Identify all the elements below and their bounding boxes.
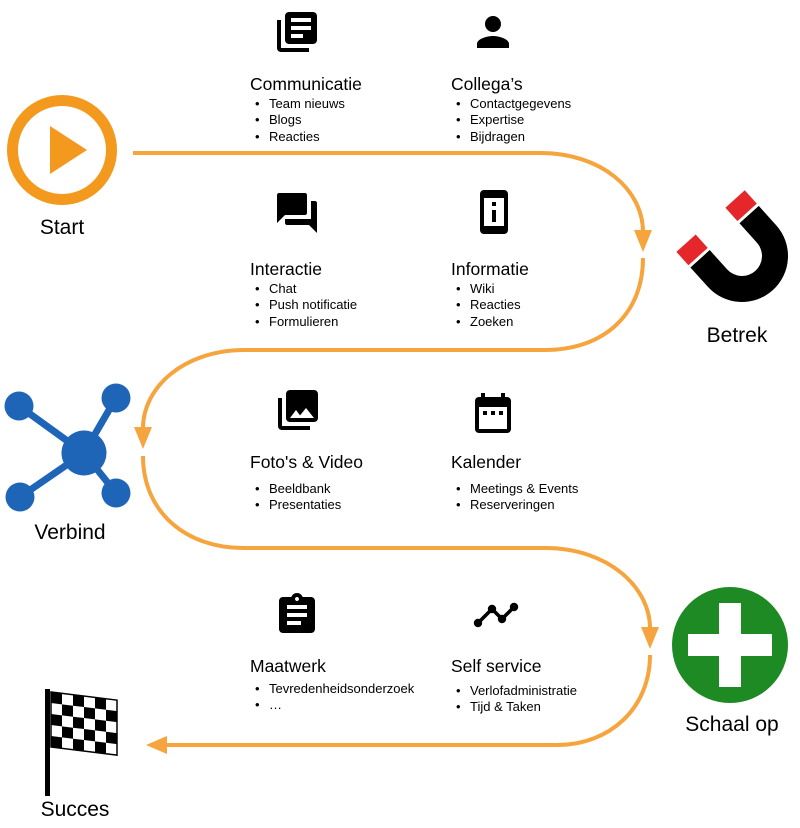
feature-list-item: Verlofadministratie [451, 683, 651, 700]
feature-title: Maatwerk [250, 656, 326, 676]
stage-label-start: Start [39, 216, 85, 239]
feature-list-item: Push notificatie [250, 297, 450, 314]
feature-list-item: Reacties [250, 129, 450, 146]
feature-list-item: Beeldbank [250, 481, 450, 498]
feature-title: Self service [451, 656, 542, 676]
feature-list-item: Expertise [451, 112, 651, 129]
plus-icon [672, 587, 788, 703]
feature-list-item: Wiki [451, 281, 651, 298]
feature-list: Wiki Reacties Zoeken [451, 281, 651, 331]
play-icon [7, 95, 117, 205]
arrowhead-down-icon [634, 230, 652, 252]
feature-list: Chat Push notificatie Formulieren [250, 281, 450, 331]
flow-segment-verbind-to-schaal-op [141, 455, 652, 629]
feature-list-item: … [250, 697, 450, 714]
feature-title: Informatie [451, 259, 529, 279]
feature-list-item: Chat [250, 281, 450, 298]
magnet-icon [676, 190, 788, 302]
flow-segment-start-to-betrek [133, 151, 645, 233]
checkered-flag-icon [45, 689, 118, 796]
feature-title: Collega’s [451, 74, 523, 94]
chat-icon [273, 189, 321, 237]
person-icon [469, 8, 517, 56]
feature-title: Communicatie [250, 74, 362, 94]
feature-list-item: Meetings & Events [451, 481, 651, 498]
arrowhead-down-icon [134, 427, 152, 449]
feature-list-item: Tijd & Taken [451, 699, 651, 716]
clipboard-icon [273, 591, 321, 639]
feature-list-item: Blogs [250, 112, 450, 129]
flow-arrowheads [134, 230, 659, 754]
feature-informatie: Informatie Wiki Reacties Zoeken [451, 259, 651, 331]
feature-self-service: Self service Verlofadministratie Tijd & … [451, 656, 651, 716]
stage-label-verbind: Verbind [34, 521, 106, 544]
feature-list-item: Bijdragen [451, 129, 651, 146]
feature-list-item: Team nieuws [250, 96, 450, 113]
feature-list: Contactgegevens Expertise Bijdragen [451, 96, 651, 146]
feature-list-item: Zoeken [451, 314, 651, 331]
stage-label-succes: Succes [40, 798, 110, 821]
stage-label-betrek: Betrek [706, 324, 768, 347]
feature-interactie: Interactie Chat Push notificatie Formuli… [250, 259, 450, 331]
network-icon [4, 383, 131, 512]
feature-collegas: Collega’s Contactgegevens Expertise Bijd… [451, 74, 651, 146]
feature-list: Verlofadministratie Tijd & Taken [451, 683, 651, 716]
feature-list-item: Contactgegevens [451, 96, 651, 113]
feature-list: Beeldbank Presentaties [250, 481, 450, 514]
feature-list-item: Presentaties [250, 497, 450, 514]
feature-list-item: Reacties [451, 297, 651, 314]
feature-list: Meetings & Events Reserveringen [451, 481, 651, 514]
feature-title: Interactie [250, 259, 322, 279]
feature-maatwerk: Maatwerk Tevredenheidsonderzoek … [250, 656, 450, 714]
stage-label-schaal-op: Schaal op [685, 713, 779, 736]
arrowhead-left-icon [146, 736, 167, 754]
feature-title: Foto's & Video [250, 452, 363, 472]
feature-kalender: Kalender Meetings & Events Reserveringen [451, 452, 651, 514]
flow-segment-schaal-op-to-succes [165, 654, 652, 747]
feature-list-item: Reserveringen [451, 497, 651, 514]
feature-list: Team nieuws Blogs Reacties [250, 96, 450, 146]
feature-list-item: Tevredenheidsonderzoek [250, 681, 450, 698]
arrowhead-down-icon [641, 627, 659, 649]
calendar-icon [469, 389, 517, 437]
feature-fotos-video: Foto's & Video Beeldbank Presentaties [250, 452, 450, 514]
feature-list-item: Formulieren [250, 314, 450, 331]
timeline-icon [472, 591, 520, 639]
phone-info-icon [470, 188, 518, 236]
feature-list: Tevredenheidsonderzoek … [250, 681, 450, 714]
newspaper-icon [273, 8, 321, 56]
feature-title: Kalender [451, 452, 522, 472]
photo-library-icon [274, 386, 322, 434]
feature-communicatie: Communicatie Team nieuws Blogs Reacties [250, 74, 450, 146]
